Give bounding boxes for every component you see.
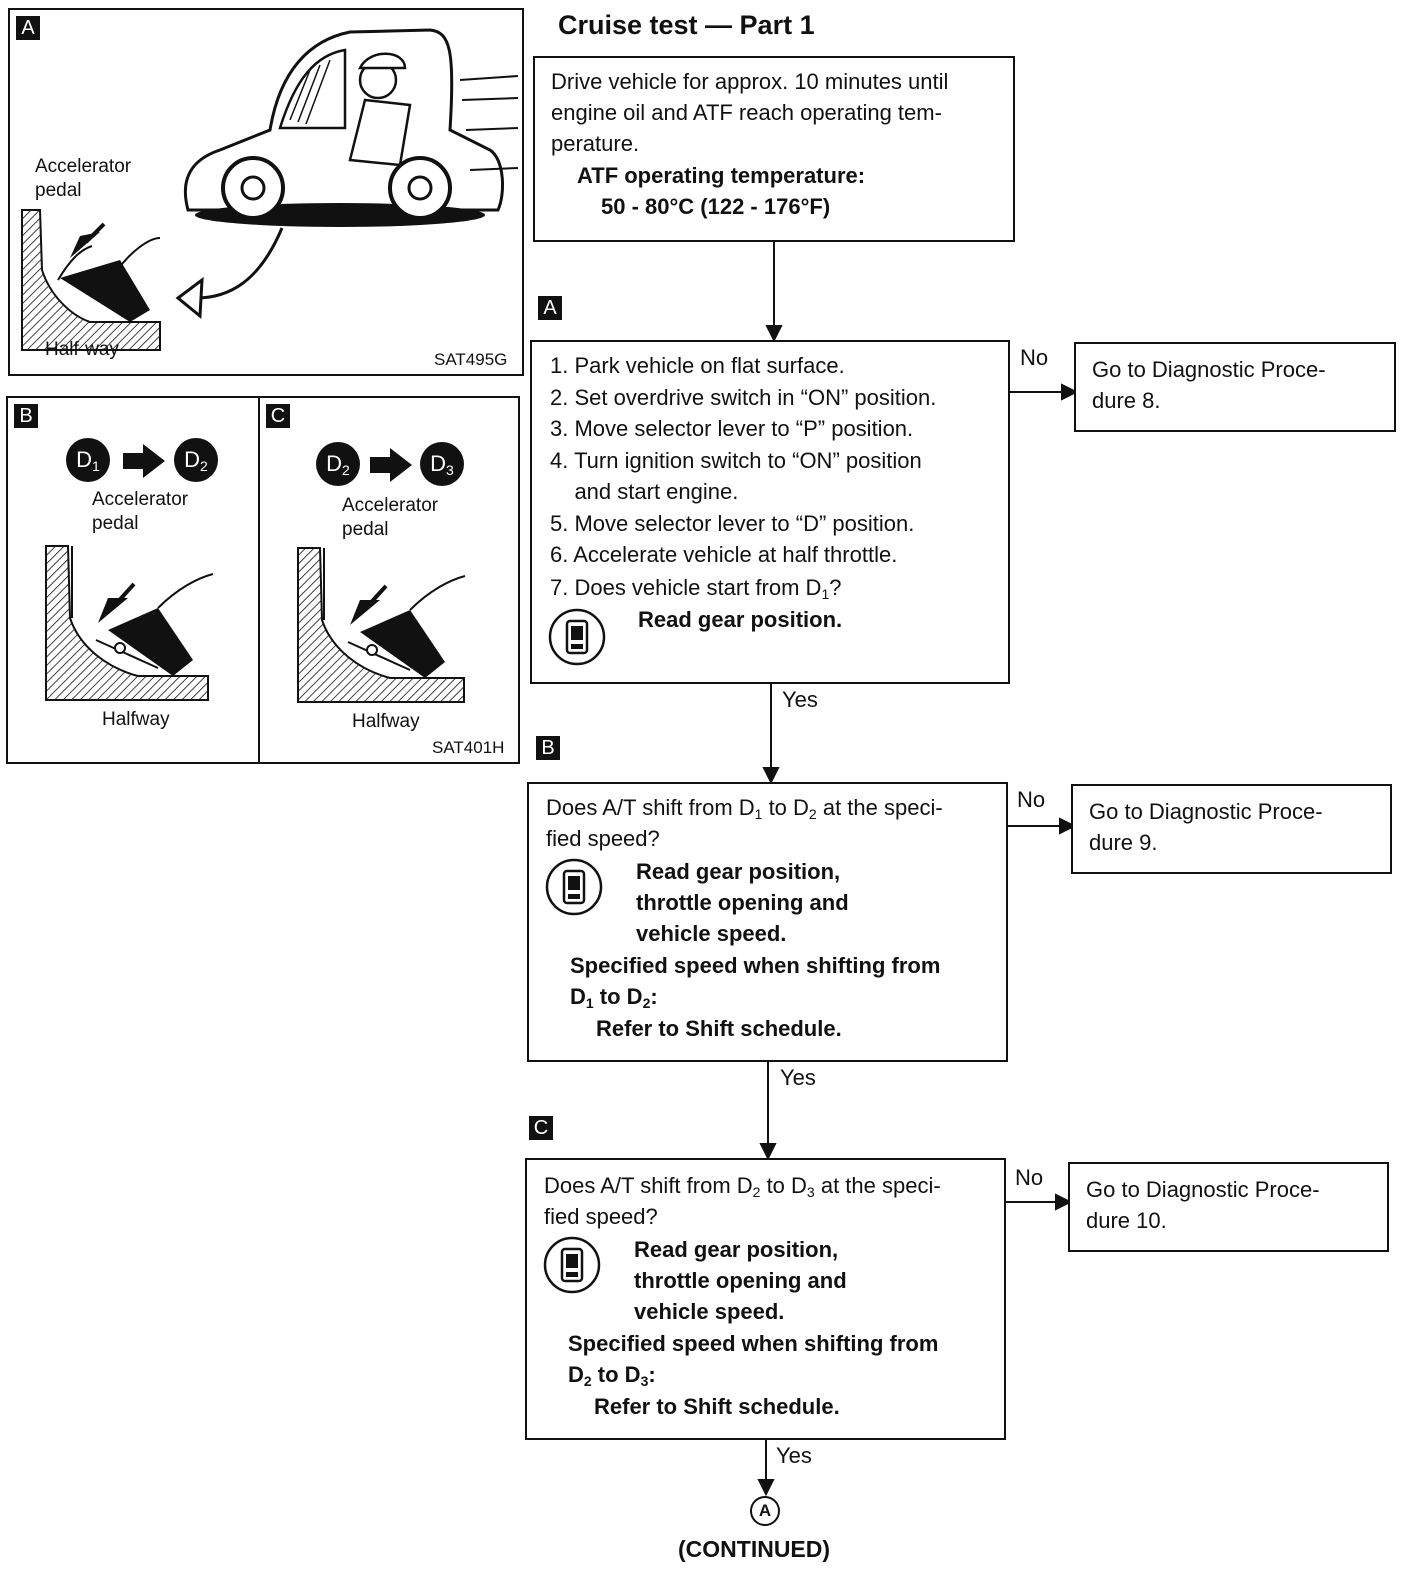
accelerator-pedal-label: Accelerator pedal — [35, 156, 132, 201]
intro-line-2: engine oil and ATF reach operating tem- — [551, 100, 942, 125]
step-a-read-instruction: Read gear position. — [638, 607, 843, 632]
step-c-read-2: throttle opening and — [634, 1268, 847, 1293]
step-c-read-1: Read gear position, — [634, 1237, 839, 1262]
shift-arrow-icon — [123, 444, 165, 483]
pedal-halfway-illustration — [297, 547, 466, 703]
pedal-halfway-illustration — [45, 545, 214, 701]
continued-label: (CONTINUED) — [678, 1536, 831, 1562]
illustration-panel-a: A — [8, 8, 524, 376]
step-tag-c: C — [529, 1116, 553, 1140]
panel-tag-c: C — [266, 404, 290, 428]
step-b-no-target: Go to Diagnostic Proce- dure 9. — [1071, 784, 1392, 874]
step-b-spec-2: D1 to D2: — [570, 984, 658, 1011]
half-way-label: Half-way — [45, 339, 119, 360]
step-a-no-label: No — [1020, 345, 1049, 370]
step-a-item: 4. Turn ignition switch to “ON” position — [550, 447, 922, 473]
step-b-spec-1: Specified speed when shifting from — [570, 953, 941, 978]
step-a-box: 1. Park vehicle on flat surface. 2. Set o… — [530, 340, 1010, 684]
step-c-no-label: No — [1015, 1165, 1044, 1190]
atf-temp-label: ATF operating temperature: — [577, 163, 866, 188]
step-b-read-1: Read gear position, — [636, 859, 841, 884]
step-a-yes-label: Yes — [782, 687, 818, 712]
gear-badge-from: D2 — [316, 442, 360, 486]
step-c-spec-3: Refer to Shift schedule. — [594, 1394, 840, 1419]
figure-code-a: SAT495G — [434, 350, 508, 369]
step-b-read-3: vehicle speed. — [636, 921, 787, 946]
halfway-label: Halfway — [352, 711, 420, 732]
step-b-question-line-1: Does A/T shift from D1 to D2 at the spec… — [546, 795, 943, 822]
halfway-label: Halfway — [102, 709, 170, 730]
gear-badge-to: D2 — [174, 438, 218, 482]
gear-badge-from: D1 — [66, 438, 110, 482]
gear-badge-to: D3 — [420, 442, 464, 486]
step-a-item: and start engine. — [550, 479, 739, 504]
step-c-read-3: vehicle speed. — [634, 1299, 785, 1324]
step-a-item: 3. Move selector lever to “P” position. — [550, 416, 914, 441]
step-a-question: 7. Does vehicle start from D1? — [550, 575, 842, 602]
step-b-box: Does A/T shift from D1 to D2 at the spec… — [527, 782, 1008, 1062]
step-c-box: Does A/T shift from D2 to D3 at the spec… — [525, 1158, 1006, 1440]
shift-arrow-icon — [370, 448, 412, 487]
figure-code-c: SAT401H — [432, 738, 505, 757]
panel-tag-a: A — [16, 16, 40, 40]
accelerator-pedal-label: Accelerator pedal — [92, 489, 189, 534]
illustration-panel-c: C D2 D3 Accelerator pedal Halfway SAT401… — [258, 396, 520, 764]
consult-tester-icon — [548, 608, 606, 666]
step-b-no-label: No — [1017, 787, 1046, 812]
step-c-question-line-1: Does A/T shift from D2 to D3 at the spec… — [544, 1173, 941, 1200]
consult-tester-icon — [543, 1236, 601, 1294]
consult-tester-icon — [545, 858, 603, 916]
step-b-question-line-2: fied speed? — [546, 826, 660, 851]
step-tag-a: A — [538, 296, 562, 320]
step-c-spec-1: Specified speed when shifting from — [568, 1331, 939, 1356]
intro-line-3: perature. — [551, 131, 640, 156]
atf-temp-value: 50 - 80°C (122 - 176°F) — [601, 194, 831, 219]
step-tag-b: B — [536, 736, 560, 760]
step-a-item: 5. Move selector lever to “D” position. — [550, 510, 915, 536]
step-c-no-target: Go to Diagnostic Proce- dure 10. — [1068, 1162, 1389, 1252]
step-a-no-target: Go to Diagnostic Proce- dure 8. — [1074, 342, 1396, 432]
continuation-connector: A — [750, 1496, 780, 1526]
step-a-item: 6. Accelerate vehicle at half throttle. — [550, 542, 898, 567]
step-a-item: 1. Park vehicle on flat surface. — [550, 353, 845, 378]
intro-instruction-box: Drive vehicle for approx. 10 minutes unt… — [533, 56, 1015, 242]
panel-tag-b: B — [14, 404, 38, 428]
illustration-panel-b: B D1 D2 Accelerator pedal Halfway — [6, 396, 260, 764]
car-driver-illustration — [21, 28, 519, 351]
step-c-spec-2: D2 to D3: — [568, 1362, 656, 1389]
step-c-question-line-2: fied speed? — [544, 1204, 658, 1229]
accelerator-pedal-label: Accelerator pedal — [342, 495, 439, 540]
step-b-spec-3: Refer to Shift schedule. — [596, 1016, 842, 1041]
step-c-yes-label: Yes — [776, 1443, 812, 1468]
step-b-read-2: throttle opening and — [636, 890, 849, 915]
intro-line-1: Drive vehicle for approx. 10 minutes unt… — [551, 69, 949, 94]
step-b-yes-label: Yes — [780, 1065, 816, 1090]
step-a-item: 2. Set overdrive switch in “ON” position… — [550, 384, 937, 410]
page-title: Cruise test — Part 1 — [558, 10, 815, 40]
